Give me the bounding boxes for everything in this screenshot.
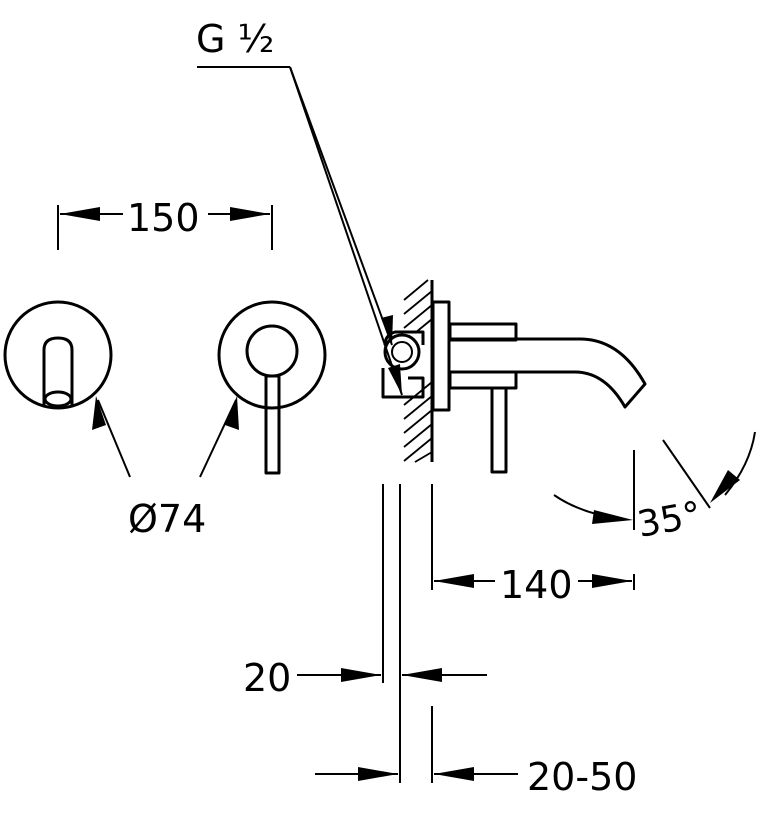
arrowhead-icon	[434, 574, 474, 588]
wall-hatching	[403, 279, 433, 463]
arrowhead-icon	[710, 470, 740, 503]
arrowhead-icon	[402, 668, 442, 682]
arrowhead-icon	[60, 207, 100, 221]
spout-plate-front-view	[3, 300, 113, 410]
mixer-side-view	[431, 300, 647, 474]
arrowhead-icon	[230, 207, 270, 221]
plate-diameter-callout: Ø74	[92, 396, 239, 541]
reference-lines	[382, 484, 433, 783]
lever-plate-front-view	[217, 300, 327, 475]
arrowhead-icon	[388, 364, 402, 395]
arrowhead-icon	[358, 767, 398, 781]
arrowhead-icon	[434, 767, 474, 781]
arrowhead-icon	[92, 396, 106, 430]
spout-angle-label: 35°	[634, 494, 704, 545]
thread-callout: G ½	[196, 17, 403, 396]
arrowhead-icon	[381, 315, 393, 345]
plate-thickness-label: 20	[243, 656, 291, 700]
thread-label: G ½	[196, 17, 274, 61]
wall-depth-label: 20-50	[527, 755, 637, 799]
spout-projection-dimension: 140	[434, 563, 635, 607]
wall-section	[403, 279, 434, 463]
plate-thickness-dimension: 20	[243, 656, 487, 700]
plate-spacing-dimension: 150	[57, 196, 273, 250]
arrowhead-icon	[592, 510, 633, 524]
spout-projection-label: 140	[500, 563, 573, 607]
arrowhead-icon	[225, 396, 239, 430]
arrowhead-icon	[341, 668, 381, 682]
wall-depth-dimension: 20-50	[315, 755, 637, 799]
concealed-body	[381, 330, 425, 399]
plate-spacing-label: 150	[127, 196, 200, 240]
plate-diameter-label: Ø74	[128, 497, 206, 541]
spout-angle-dimension: 35°	[553, 431, 756, 546]
arrowhead-icon	[592, 574, 632, 588]
